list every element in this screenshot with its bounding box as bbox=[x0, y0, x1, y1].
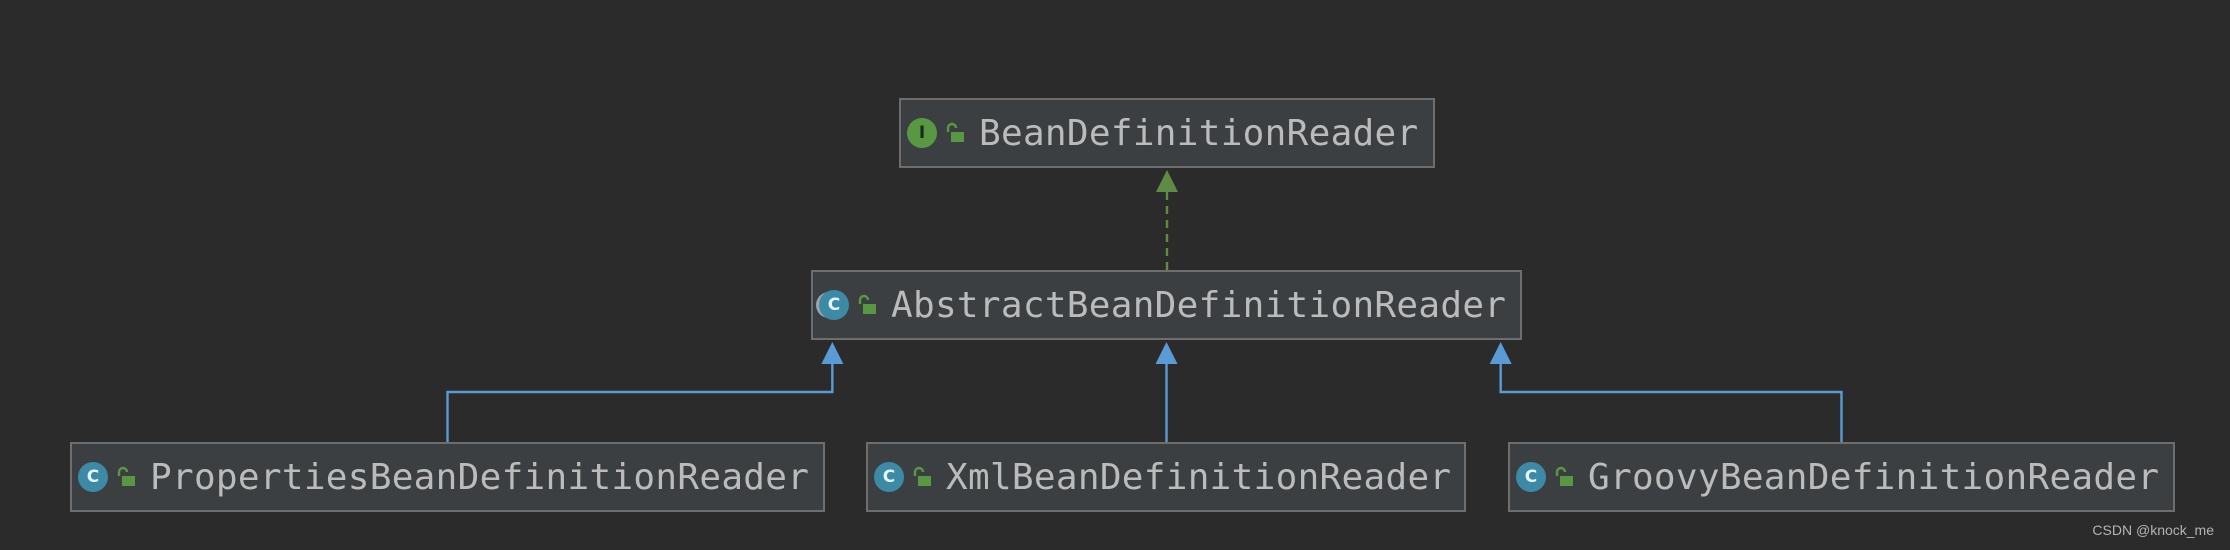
lock-icon bbox=[855, 293, 879, 317]
watermark: CSDN @knock_me bbox=[2092, 522, 2214, 538]
node-xml-bean-definition-reader[interactable]: C XmlBeanDefinitionReader bbox=[866, 442, 1466, 512]
arrowhead-pbdr-to-abdr bbox=[821, 342, 844, 364]
node-label: PropertiesBeanDefinitionReader bbox=[150, 456, 810, 498]
node-abstract-bean-definition-reader[interactable]: C AbstractBeanDefinitionReader bbox=[811, 270, 1522, 340]
node-label: BeanDefinitionReader bbox=[979, 112, 1419, 154]
inheritance-edges bbox=[446, 170, 1843, 442]
node-properties-bean-definition-reader[interactable]: C PropertiesBeanDefinitionReader bbox=[70, 442, 825, 512]
lock-icon bbox=[1552, 465, 1576, 489]
node-groovy-bean-definition-reader[interactable]: C GroovyBeanDefinitionReader bbox=[1508, 442, 2175, 512]
node-label: GroovyBeanDefinitionReader bbox=[1588, 456, 2160, 498]
abstract-class-icon: C bbox=[819, 290, 849, 320]
edge-extends-pbdr-to-abdr bbox=[446, 364, 834, 442]
interface-icon: I bbox=[907, 118, 937, 148]
class-icon: C bbox=[1516, 462, 1546, 492]
class-icon: C bbox=[78, 462, 108, 492]
arrowhead-xbdr-to-abdr bbox=[1155, 342, 1178, 364]
lock-icon bbox=[114, 465, 138, 489]
class-icon: C bbox=[874, 462, 904, 492]
lock-icon bbox=[943, 121, 967, 145]
node-bean-definition-reader[interactable]: I BeanDefinitionReader bbox=[899, 98, 1435, 168]
arrowhead-gbdr-to-abdr bbox=[1489, 342, 1512, 364]
arrowhead-abdr-to-bdr bbox=[1156, 170, 1178, 192]
node-label: XmlBeanDefinitionReader bbox=[946, 456, 1452, 498]
edge-extends-gbdr-to-abdr bbox=[1499, 364, 1843, 442]
node-label: AbstractBeanDefinitionReader bbox=[891, 284, 1507, 326]
lock-icon bbox=[910, 465, 934, 489]
